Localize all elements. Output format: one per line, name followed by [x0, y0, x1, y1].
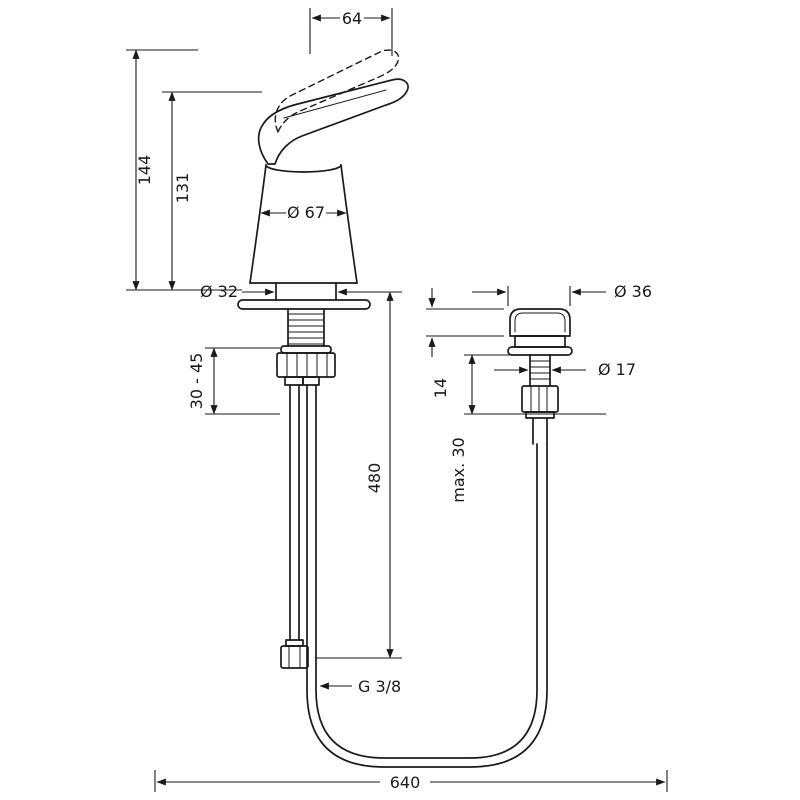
dim-max-deck-30: max. 30 [449, 354, 606, 503]
dim-deck-thickness-30-45: 30 - 45 [187, 347, 280, 415]
dim-knob-diameter-36: Ø 36 [472, 282, 652, 306]
popup-knob-shank [521, 354, 559, 445]
dim-label-480: 480 [365, 463, 384, 494]
dim-label-g38: G 3/8 [358, 677, 401, 696]
popup-knob [507, 308, 573, 356]
dim-body-diameter-67: Ø 67 [260, 203, 347, 222]
dim-neck-diameter-32: Ø 32 [200, 282, 370, 301]
dim-handle-width-64: 64 [309, 8, 393, 56]
dim-hose-length-480: 480 [315, 291, 402, 659]
faucet-body [237, 164, 371, 310]
dim-label-67: Ø 67 [287, 203, 325, 222]
dim-label-14: 14 [431, 378, 450, 398]
dim-knob-height-14: 14 [426, 288, 504, 398]
dim-height-131: 131 [162, 91, 262, 291]
dim-label-131: 131 [173, 173, 192, 204]
faucet-mounting-shank [276, 308, 336, 386]
faucet-handle-raised-dashed [274, 49, 400, 133]
dim-label-30-45: 30 - 45 [187, 353, 206, 410]
dim-hose-span-640: 640 [154, 770, 668, 792]
dim-label-144: 144 [135, 155, 154, 186]
dim-overall-height-144: 144 [126, 49, 242, 291]
faucet-handle [257, 78, 409, 165]
dim-label-64: 64 [342, 9, 362, 28]
dim-label-max-30: max. 30 [449, 437, 468, 502]
supply-hose-left [280, 384, 309, 669]
dim-label-32: Ø 32 [200, 282, 238, 301]
dim-label-17: Ø 17 [598, 360, 636, 379]
dim-label-36: Ø 36 [614, 282, 652, 301]
dim-thread-g38: G 3/8 [319, 677, 401, 696]
supply-hose-curved [306, 384, 548, 768]
dim-label-640: 640 [390, 773, 421, 792]
dim-knob-shank-diameter-17: Ø 17 [494, 360, 636, 379]
